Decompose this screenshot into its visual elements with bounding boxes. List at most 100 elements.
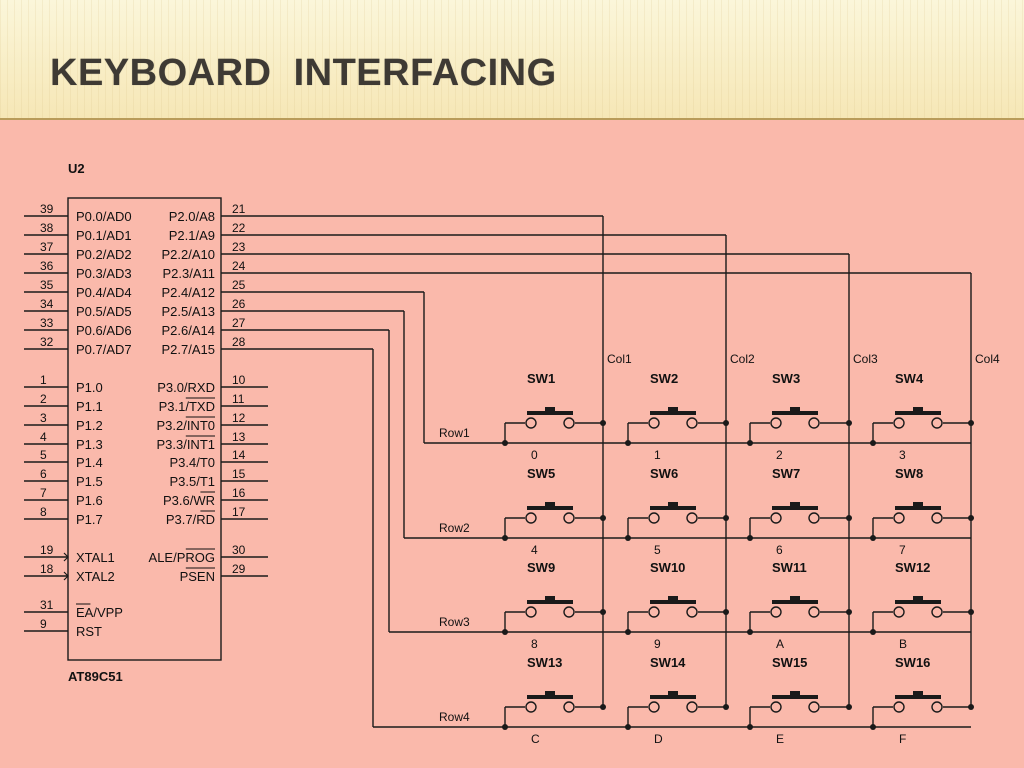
chip-pin-number: 32 [40, 335, 54, 349]
switch-name: SW12 [895, 560, 930, 575]
switch-button [913, 596, 923, 600]
switch-contact [648, 512, 660, 524]
switch-actuator [895, 411, 941, 415]
chip-pin-label: P1.2 [76, 418, 103, 433]
switch-contact [931, 512, 943, 524]
switch-contact [770, 512, 782, 524]
switch-name: SW4 [895, 371, 924, 386]
switch-contact [931, 606, 943, 618]
switch-contact [893, 606, 905, 618]
chip-pin-label: P3.1/TXD [159, 399, 215, 414]
chip-pin-label: P3.0/RXD [157, 380, 215, 395]
chip-pin-label: P2.0/A8 [169, 209, 215, 224]
chip-pin-label: P1.3 [76, 437, 103, 452]
chip-pin-label: P3.4/T0 [169, 455, 215, 470]
chip-pin-label: P2.7/A15 [162, 342, 216, 357]
switch-actuator [650, 695, 696, 699]
chip-pin-number: 14 [232, 448, 246, 462]
switch-actuator [527, 506, 573, 510]
chip-pin-label: P2.5/A13 [162, 304, 216, 319]
switch-actuator [527, 411, 573, 415]
junction-dot [870, 724, 876, 730]
switch-actuator [772, 600, 818, 604]
chip-pin-number: 13 [232, 430, 246, 444]
chip-pin-label: P2.6/A14 [162, 323, 216, 338]
chip-pin-label: P0.2/AD2 [76, 247, 132, 262]
junction-dot [846, 609, 852, 615]
switch-name: SW14 [650, 655, 686, 670]
junction-dot [600, 704, 606, 710]
switch-button [668, 407, 678, 411]
switch-button [668, 691, 678, 695]
switch-button [913, 502, 923, 506]
switch-contact [770, 606, 782, 618]
switch-name: SW2 [650, 371, 678, 386]
chip-pin-number: 17 [232, 505, 246, 519]
junction-dot [625, 535, 631, 541]
switch-key: D [654, 732, 663, 746]
switch-actuator [895, 695, 941, 699]
chip-pin-number: 35 [40, 278, 54, 292]
junction-dot [600, 609, 606, 615]
chip-pin-label: P0.4/AD4 [76, 285, 132, 300]
row-label: Row2 [439, 521, 470, 535]
switch-button [913, 407, 923, 411]
chip-right-pins: 21P2.0/A822P2.1/A923P2.2/A1024P2.3/A1125… [149, 202, 268, 584]
chip-pin-number: 24 [232, 259, 246, 273]
switch-contact [563, 512, 575, 524]
junction-dot [747, 629, 753, 635]
junction-dot [723, 515, 729, 521]
switch-contact [893, 417, 905, 429]
junction-dot [625, 724, 631, 730]
junction-dot [968, 420, 974, 426]
chip-pin-label: P1.7 [76, 512, 103, 527]
switch-contact [808, 417, 820, 429]
switch-name: SW6 [650, 466, 678, 481]
switch-key: 4 [531, 543, 538, 557]
switch-button [790, 596, 800, 600]
switch-key: F [899, 732, 906, 746]
switch-actuator [772, 411, 818, 415]
switch-name: SW9 [527, 560, 555, 575]
switch-contact [525, 606, 537, 618]
junction-dot [846, 515, 852, 521]
junction-dot [846, 420, 852, 426]
chip-pin-number: 34 [40, 297, 54, 311]
switch-key: 9 [654, 637, 661, 651]
switch-actuator [650, 600, 696, 604]
chip-pin-label: P1.0 [76, 380, 103, 395]
chip-pin-number: 31 [40, 598, 54, 612]
chip-pin-number: 33 [40, 316, 54, 330]
junction-dot [600, 420, 606, 426]
switch-name: SW13 [527, 655, 562, 670]
junction-dot [968, 609, 974, 615]
chip-pin-number: 30 [232, 543, 246, 557]
switch-key: 0 [531, 448, 538, 462]
chip-pin-label: P3.3/INT1 [156, 437, 215, 452]
chip-pin-label: RST [76, 624, 102, 639]
switch-matrix [502, 407, 974, 730]
chip-ref: U2 [68, 161, 85, 176]
junction-dot [870, 535, 876, 541]
chip-pin-number: 27 [232, 316, 246, 330]
switch-contact [525, 417, 537, 429]
chip-pin-number: 4 [40, 430, 47, 444]
chip-pin-label: P0.5/AD5 [76, 304, 132, 319]
switch-button [668, 596, 678, 600]
switch-button [790, 691, 800, 695]
chip-pin-label: P1.1 [76, 399, 103, 414]
junction-dot [723, 704, 729, 710]
chip-body [67, 197, 222, 661]
switch-name: SW11 [772, 560, 807, 575]
switch-button [668, 502, 678, 506]
chip-pin-label: EA/VPP [76, 605, 123, 620]
chip-pin-number: 23 [232, 240, 246, 254]
switch-contact [686, 606, 698, 618]
chip-pin-label: P2.4/A12 [162, 285, 216, 300]
switch-contact [686, 701, 698, 713]
switch-name: SW8 [895, 466, 923, 481]
slide-title: KEYBOARD INTERFACING [50, 52, 557, 94]
